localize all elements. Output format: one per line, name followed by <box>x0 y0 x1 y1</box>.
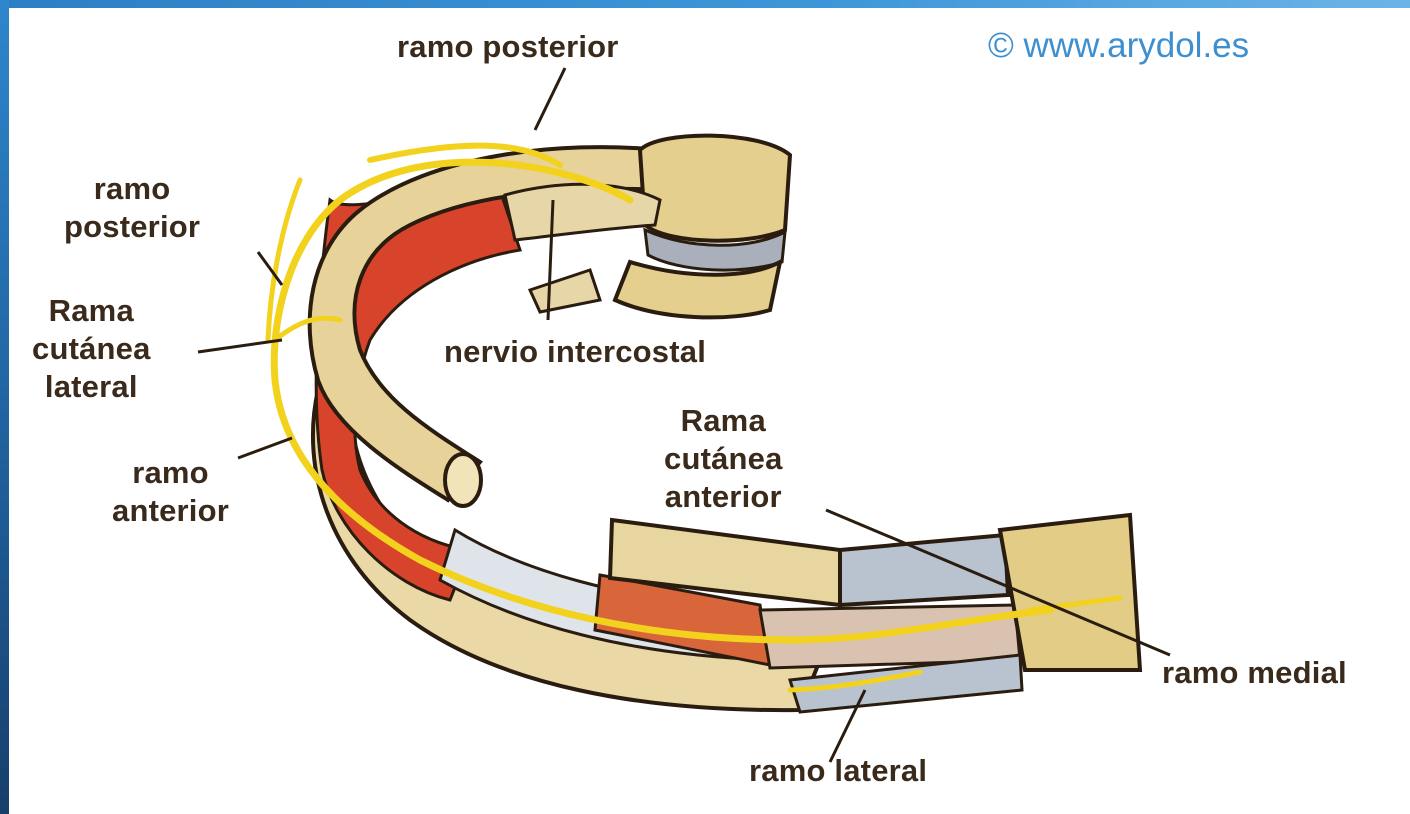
leader-rama-cutanea-lateral <box>198 340 282 352</box>
label-ramo-medial: ramo medial <box>1162 654 1347 692</box>
transverse-process <box>505 184 660 240</box>
label-ramo-posterior-left: ramo posterior <box>64 170 200 246</box>
rib-cut-end <box>445 454 481 506</box>
label-rama-cutanea-anterior: Rama cutánea anterior <box>664 402 783 516</box>
label-ramo-posterior-top: ramo posterior <box>397 28 619 66</box>
copyright-notice: © www.arydol.es <box>988 26 1249 66</box>
articular-process <box>530 270 600 312</box>
label-rama-cutanea-lateral: Rama cutánea lateral <box>32 292 151 406</box>
label-ramo-anterior: ramo anterior <box>112 454 229 530</box>
costal-cartilage-grey-upper <box>840 535 1008 605</box>
label-nervio-intercostal: nervio intercostal <box>444 333 706 371</box>
leader-ramo-anterior <box>238 438 292 458</box>
vertebra-upper-body <box>640 136 790 241</box>
leader-ramo-posterior-top <box>535 68 565 130</box>
vertebra-lower-body <box>615 262 780 317</box>
label-ramo-lateral: ramo lateral <box>749 752 927 790</box>
